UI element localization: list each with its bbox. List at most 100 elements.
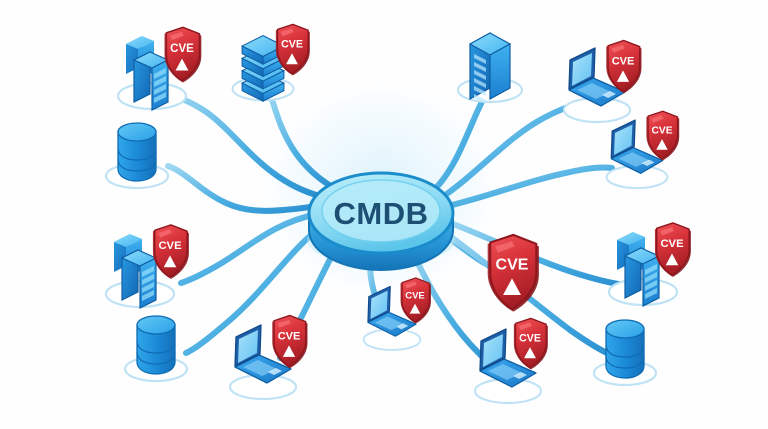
database-top-disc: [117, 122, 157, 142]
shield-body: [655, 222, 690, 276]
node-database-bottom-left[interactable]: [123, 315, 189, 383]
node-laptop-bottom-center[interactable]: CVE: [362, 277, 431, 351]
cve-shield-icon: CVE: [606, 39, 642, 94]
cve-shield-icon: CVE: [487, 233, 539, 312]
tower-vent: [474, 78, 486, 88]
shield-body: [647, 110, 679, 160]
link-cmdb-to-database-left-upper: [165, 163, 321, 214]
node-database-bottom-right-graphic: [592, 319, 658, 387]
cmdb-hub[interactable]: CMDB: [307, 171, 455, 271]
shield-highlight: [280, 28, 294, 37]
laptop-trackpad: [513, 372, 527, 379]
link-cmdb-to-laptop-right-upper: [445, 164, 615, 209]
rack-slot: [154, 92, 166, 103]
warning-triangle-icon: [282, 345, 296, 357]
rack-slot: [154, 84, 166, 95]
rack-slot: [142, 282, 154, 293]
cve-shield-label: CVE: [651, 125, 672, 136]
laptop-trackpad: [641, 159, 655, 167]
node-server-rack-left-lower[interactable]: CVE: [104, 224, 189, 309]
node-laptop-bottom-left-cve-badge[interactable]: CVE: [272, 314, 308, 369]
cve-shield-label: CVE: [170, 43, 194, 55]
node-server-rack-top-left[interactable]: CVE: [116, 26, 202, 111]
laptop-screen: [238, 330, 258, 363]
laptop-screen: [483, 334, 503, 367]
link-cmdb-to-server-rack-right-lower: [445, 219, 629, 288]
node-server-stack-top-cve-badge[interactable]: CVE: [275, 23, 310, 76]
rack-slot: [645, 272, 657, 283]
database-body: [136, 324, 176, 375]
shield-body: [489, 233, 538, 311]
node-laptop-top-right-graphic: [562, 47, 632, 124]
node-laptop-bottom-right[interactable]: CVE: [473, 317, 548, 405]
tower-vent: [474, 94, 486, 104]
database-ring: [605, 355, 645, 369]
node-laptop-right-upper[interactable]: CVE: [605, 110, 680, 190]
shield-highlight: [660, 227, 674, 236]
link-cmdb-to-server-rack-left-lower: [178, 211, 321, 286]
shield-highlight: [158, 229, 172, 238]
rack-slot: [154, 76, 166, 87]
cve-shield-icon: CVE: [646, 110, 680, 161]
database-ring: [117, 158, 157, 172]
node-laptop-right-upper-graphic: [605, 119, 669, 190]
node-server-rack-right-lower-graphic: [607, 232, 679, 307]
shield-body: [165, 26, 201, 82]
cve-shield-icon: CVE: [272, 314, 308, 369]
shield-highlight: [651, 115, 664, 123]
node-laptop-top-right[interactable]: CVE: [562, 39, 642, 124]
rack-slot: [142, 290, 154, 301]
database-body: [605, 328, 645, 379]
node-server-rack-right-lower-cve-badge[interactable]: CVE: [654, 222, 691, 277]
tower-vent: [474, 54, 486, 64]
cve-shield-icon: CVE: [164, 26, 202, 83]
node-server-rack-right-lower[interactable]: CVE: [607, 222, 691, 307]
cve-shield-label: CVE: [158, 240, 182, 252]
node-laptop-bottom-left[interactable]: CVE: [228, 314, 308, 401]
node-server-rack-left-lower-cve-badge[interactable]: CVE: [152, 224, 189, 279]
node-database-left-upper[interactable]: [104, 122, 170, 190]
warning-triangle-icon: [286, 53, 298, 65]
rack-slot: [142, 274, 154, 285]
cve-shield-label: CVE: [660, 238, 684, 250]
database-ring: [136, 351, 176, 365]
node-server-rack-top-left-graphic: [116, 36, 188, 111]
tower-vent: [474, 86, 486, 96]
node-laptop-bottom-center-graphic: [362, 285, 422, 351]
node-shield-center-right[interactable]: CVE: [487, 233, 539, 312]
database-body: [117, 131, 157, 182]
warning-triangle-icon: [409, 303, 421, 314]
node-laptop-top-right-cve-badge[interactable]: CVE: [606, 39, 642, 94]
node-laptop-bottom-center-cve-badge[interactable]: CVE: [400, 277, 431, 324]
node-laptop-bottom-right-cve-badge[interactable]: CVE: [513, 317, 548, 370]
shield-highlight: [405, 281, 417, 289]
node-server-rack-top-left-cve-badge[interactable]: CVE: [164, 26, 202, 83]
shield-body: [607, 39, 641, 93]
warning-triangle-icon: [665, 253, 679, 266]
cve-shield-icon: CVE: [654, 222, 691, 277]
laptop-screen: [370, 290, 388, 319]
link-cmdb-to-database-bottom-left: [183, 223, 325, 356]
node-laptop-right-upper-cve-badge[interactable]: CVE: [646, 110, 680, 161]
shield-highlight: [277, 319, 291, 328]
node-server-stack-top[interactable]: CVE: [231, 23, 310, 102]
node-server-tower-top-right[interactable]: [456, 31, 524, 104]
shield-highlight: [170, 31, 184, 41]
node-database-bottom-right[interactable]: [592, 319, 658, 387]
rack-slot: [645, 280, 657, 291]
stack-layer-right: [262, 82, 285, 102]
node-server-tower-top-right-graphic: [456, 31, 524, 104]
database-ring: [117, 147, 157, 161]
shield-body: [153, 224, 188, 278]
shield-body: [514, 317, 547, 369]
node-server-stack-top-graphic: [231, 35, 295, 102]
rack-slot: [142, 266, 154, 277]
cve-shield-icon: CVE: [400, 277, 431, 324]
shield-body: [276, 23, 309, 75]
shield-body: [401, 277, 431, 323]
node-shield-center-right-cve-badge[interactable]: CVE: [487, 233, 539, 312]
node-database-left-upper-graphic: [104, 122, 170, 190]
rack-slot: [154, 68, 166, 79]
warning-triangle-icon: [163, 255, 177, 268]
laptop-screen: [614, 124, 633, 155]
